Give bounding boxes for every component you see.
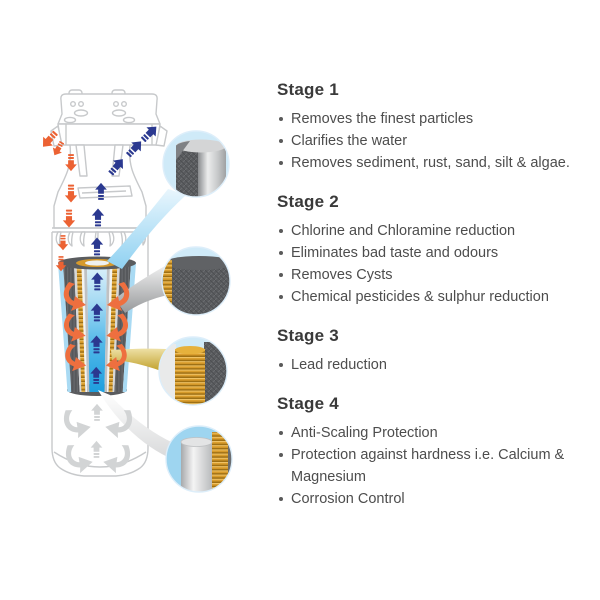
- housing-body: [51, 232, 149, 477]
- inlet-flow-arrows: [38, 128, 78, 272]
- stage-4-section: Stage 4 Anti-Scaling Protection Protecti…: [277, 391, 591, 510]
- stage-1-title: Stage 1: [277, 80, 339, 99]
- filter-housing-outline: [50, 89, 168, 477]
- stage-3-title: Stage 3: [277, 326, 339, 345]
- shoulder-slot: [77, 185, 133, 199]
- stage-3-list: Lead reduction: [277, 354, 591, 376]
- mounting-bracket: [57, 93, 161, 125]
- callout-lens-stage2-carbon-block: [161, 246, 231, 316]
- housing-bottom-rim: [53, 451, 147, 468]
- list-item: Anti-Scaling Protection: [277, 422, 591, 444]
- stage-2-title: Stage 2: [277, 192, 339, 211]
- callout-lens-stage4-scale-inhibitor-core: [165, 425, 233, 493]
- stage-2-section: Stage 2 Chlorine and Chloramine reductio…: [277, 189, 591, 308]
- stage-4-title: Stage 4: [277, 394, 339, 413]
- neck-prong-left: [75, 144, 88, 177]
- stage-descriptions: Stage 1 Removes the finest particles Cla…: [277, 77, 591, 525]
- list-item: Lead reduction: [277, 354, 591, 376]
- list-item: Removes the finest particles: [277, 108, 591, 130]
- callout-wedge-stage1: [107, 189, 185, 269]
- stage-2-list: Chlorine and Chloramine reduction Elimin…: [277, 220, 591, 308]
- list-item: Chemical pesticides & sulphur reduction: [277, 286, 591, 308]
- callout-wedge-stage2: [115, 262, 175, 313]
- list-item: Removes sediment, rust, sand, silt & alg…: [277, 152, 591, 174]
- callout-wedge-stage4: [98, 390, 180, 460]
- stage-1-section: Stage 1 Removes the finest particles Cla…: [277, 77, 591, 174]
- stage-4-list: Anti-Scaling Protection Protection again…: [277, 422, 591, 510]
- list-item: Clarifies the water: [277, 130, 591, 152]
- stage-1-list: Removes the finest particles Clarifies t…: [277, 108, 591, 174]
- list-item: Corrosion Control: [277, 488, 591, 510]
- list-item: Protection against hardness i.e. Calcium…: [277, 444, 591, 488]
- list-item: Eliminates bad taste and odours: [277, 242, 591, 264]
- stage-3-section: Stage 3 Lead reduction: [277, 323, 591, 376]
- water-filter-diagram: [38, 89, 233, 493]
- callout-lens-stage3-lead-media-coil: [158, 336, 228, 406]
- list-item: Chlorine and Chloramine reduction: [277, 220, 591, 242]
- list-item: Removes Cysts: [277, 264, 591, 286]
- callout-lens-stage1-sediment-layer: [162, 130, 230, 198]
